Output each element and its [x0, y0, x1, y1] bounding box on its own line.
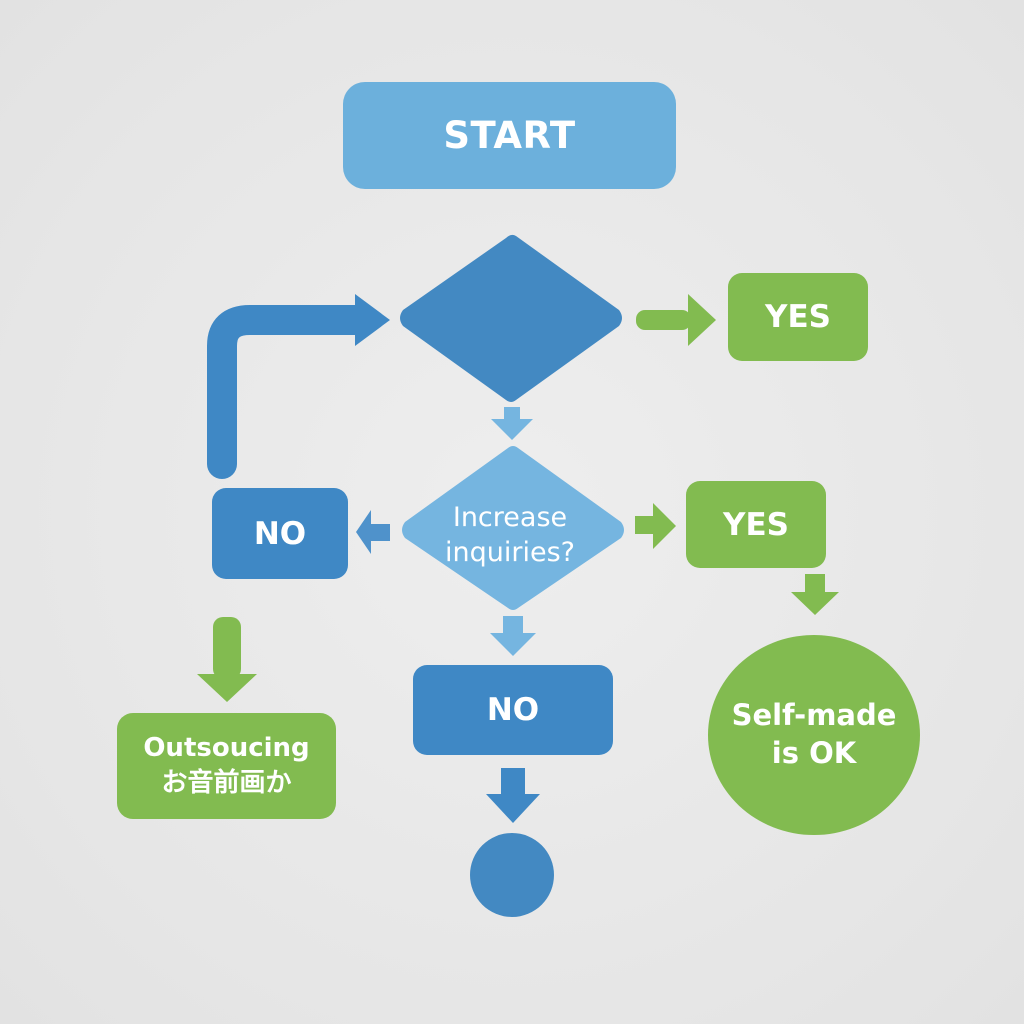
arrow-to-end [486, 768, 540, 823]
no-node-left: NO [212, 488, 348, 579]
no-center-label: NO [486, 692, 540, 728]
selfmade-line2: is OK [771, 736, 857, 770]
no-left-label: NO [253, 515, 307, 552]
loop-connector [207, 305, 375, 479]
yes-mid-label: YES [723, 506, 789, 543]
outsourcing-node: Outsoucing お音前画か [117, 713, 336, 819]
arrow-to-yes-top [636, 294, 716, 346]
selfmade-line1: Self-made [731, 698, 897, 733]
yes-top-label: YES [765, 299, 831, 335]
decision-question-line2: inquiries? [445, 537, 575, 568]
yes-node-mid: YES [686, 481, 826, 568]
decision-diamond-top [400, 234, 622, 402]
yes-node-top: YES [728, 273, 868, 361]
outsourcing-line2: お音前画か [161, 768, 292, 798]
start-node: START [343, 82, 676, 189]
arrow-yes-to-selfmade [791, 574, 839, 615]
arrow-to-outsourcing [197, 617, 257, 702]
decision-question: Increase inquiries? [410, 470, 610, 600]
decision-question-line1: Increase [452, 501, 568, 533]
outsourcing-line1: Outsoucing [143, 732, 310, 763]
end-circle [470, 833, 554, 917]
arrow-question-to-no-center [490, 616, 536, 656]
no-node-center: NO [413, 665, 613, 755]
loop-arrowhead [355, 294, 390, 346]
arrow-to-no-left [356, 510, 390, 554]
selfmade-node: Self-made is OK [708, 635, 920, 835]
arrow-to-yes-mid [635, 503, 676, 549]
start-label: START [443, 114, 576, 157]
decision-diamond-question [402, 446, 624, 610]
arrow-diamond-to-diamond [491, 407, 533, 440]
